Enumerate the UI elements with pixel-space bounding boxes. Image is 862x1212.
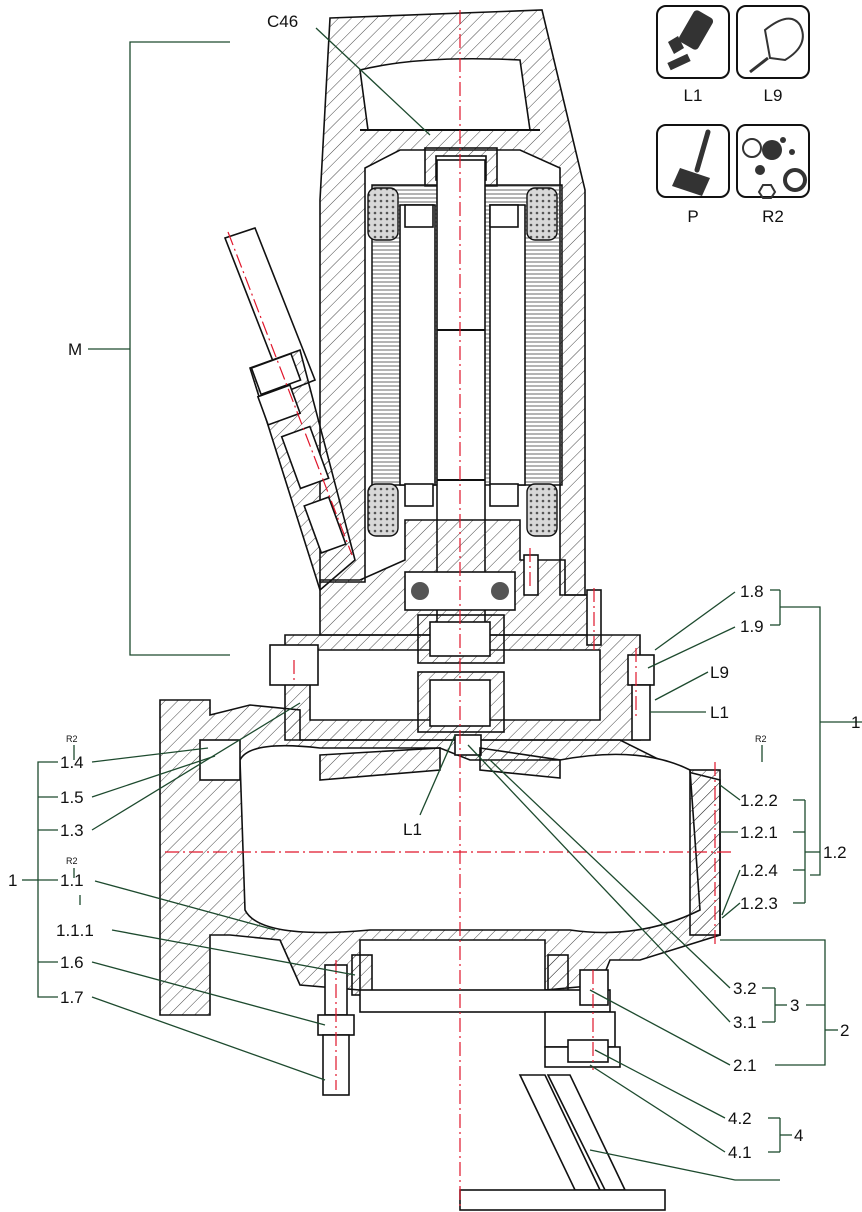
icon-caption-l9: L9 bbox=[764, 86, 783, 105]
label-1-6: 1.6 bbox=[60, 953, 84, 972]
label-1-2-4: 1.2.4 bbox=[740, 861, 778, 880]
label-l1-center: L1 bbox=[403, 820, 422, 839]
label-m: M bbox=[68, 340, 82, 359]
cable-inlet bbox=[223, 227, 356, 592]
label-1-1-1: 1.1.1 bbox=[56, 921, 94, 940]
label-l9-right: L9 bbox=[710, 663, 729, 682]
seal-kit-icon: R2 bbox=[736, 124, 810, 226]
centerlines bbox=[165, 10, 735, 1210]
label-r2-left-b: R2 bbox=[66, 856, 78, 866]
label-l1-right: L1 bbox=[710, 703, 729, 722]
label-1-right: 1 bbox=[851, 713, 860, 732]
label-4: 4 bbox=[794, 1126, 803, 1145]
glue-bottle-icon: L9 bbox=[736, 5, 810, 105]
label-3-1: 3.1 bbox=[733, 1013, 757, 1032]
paint-brush-icon: P bbox=[656, 124, 730, 226]
label-r2-left-a: R2 bbox=[66, 734, 78, 744]
label-1-7: 1.7 bbox=[60, 988, 84, 1007]
base-foot bbox=[317, 964, 666, 1211]
label-2-1: 2.1 bbox=[733, 1056, 757, 1075]
label-c46: C46 bbox=[267, 12, 298, 31]
leader-lines bbox=[22, 27, 862, 1181]
icon-caption-r2: R2 bbox=[762, 207, 784, 226]
label-1-2: 1.2 bbox=[823, 843, 847, 862]
icon-caption-l1: L1 bbox=[684, 86, 703, 105]
label-1-5: 1.5 bbox=[60, 788, 84, 807]
label-1-2-1: 1.2.1 bbox=[740, 823, 778, 842]
label-1-8: 1.8 bbox=[740, 582, 764, 601]
label-3-2: 3.2 bbox=[733, 979, 757, 998]
label-r2-right: R2 bbox=[755, 734, 767, 744]
label-1-4: 1.4 bbox=[60, 753, 84, 772]
icon-caption-p: P bbox=[687, 207, 698, 226]
label-1-1: 1.1 bbox=[60, 871, 84, 890]
label-3: 3 bbox=[790, 996, 799, 1015]
label-1-left: 1 bbox=[8, 871, 17, 890]
pump-volute bbox=[159, 699, 721, 1016]
label-1-3: 1.3 bbox=[60, 821, 84, 840]
label-4-2: 4.2 bbox=[728, 1109, 752, 1128]
label-1-2-3: 1.2.3 bbox=[740, 894, 778, 913]
part-labels: C46 M L1 1.8 1.9 L9 L1 1 R2 1.2.2 1.2.1 … bbox=[8, 12, 860, 1162]
label-4-1: 4.1 bbox=[728, 1143, 752, 1162]
label-1-9: 1.9 bbox=[740, 617, 764, 636]
lubricant-bottle-with-bolt-icon: L1 bbox=[656, 5, 730, 105]
label-1-2-2: 1.2.2 bbox=[740, 791, 778, 810]
seal-housing bbox=[269, 614, 655, 741]
label-2: 2 bbox=[840, 1021, 849, 1040]
